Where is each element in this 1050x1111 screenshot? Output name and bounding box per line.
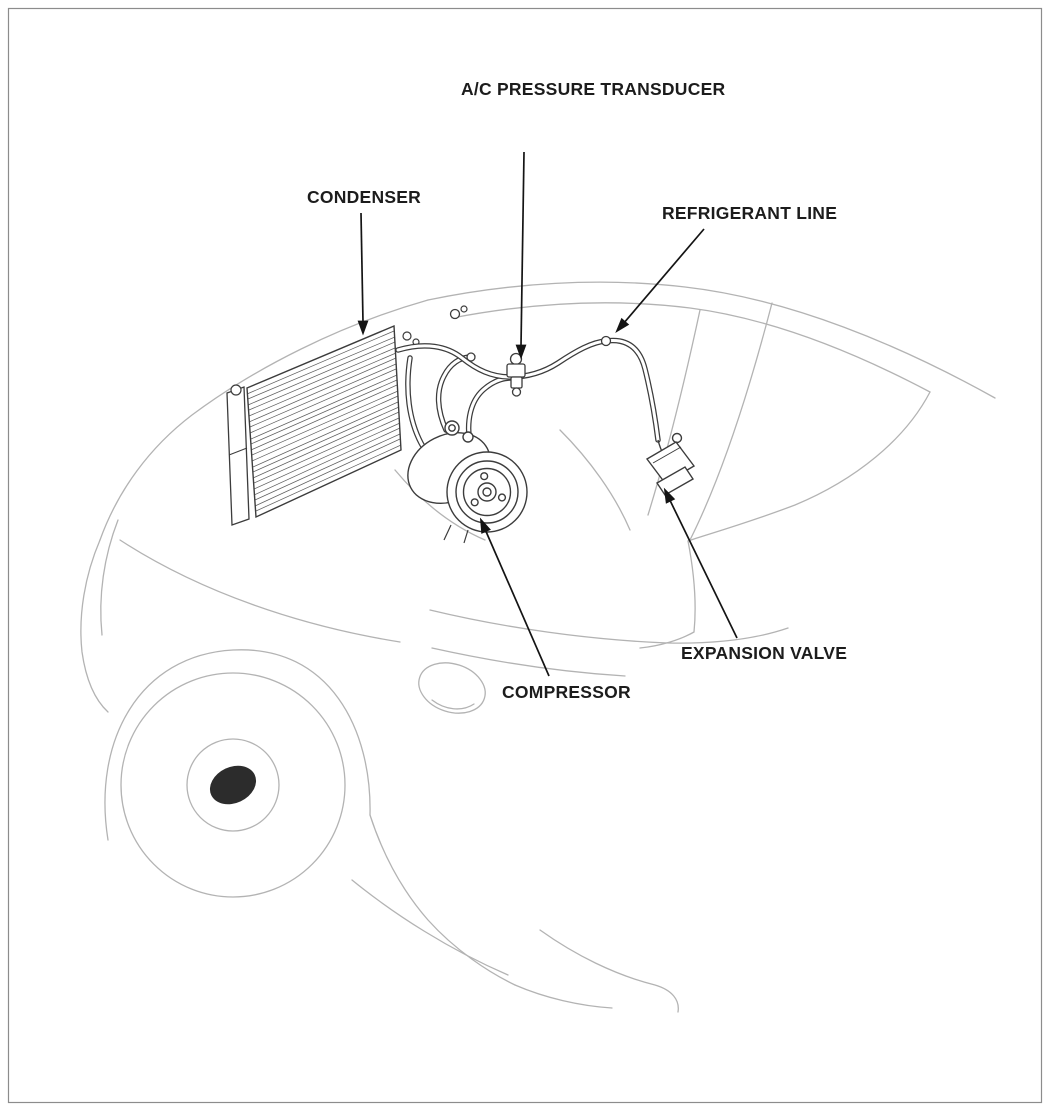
receiver-drier bbox=[226, 386, 250, 526]
annotation-arrows bbox=[357, 151, 738, 677]
wheel-hub bbox=[209, 765, 257, 805]
compressor-arrow bbox=[479, 517, 550, 677]
condenser-arrow bbox=[357, 212, 369, 336]
hood-bolt bbox=[460, 305, 468, 313]
page-border bbox=[7, 7, 1043, 1104]
compressor-drawing bbox=[407, 420, 528, 544]
hood-bolt bbox=[449, 308, 461, 320]
refrigerant-line-arrow bbox=[615, 228, 705, 334]
expansion-valve-arrow bbox=[663, 487, 738, 639]
label-condenser: CONDENSER bbox=[307, 187, 422, 207]
condenser-core bbox=[246, 324, 402, 519]
label-refrigerant-line: REFRIGERANT LINE bbox=[662, 203, 838, 223]
label-pressure-transducer: A/C PRESSURE TRANSDUCER bbox=[461, 79, 726, 99]
label-expansion-valve: EXPANSION VALVE bbox=[681, 643, 848, 663]
pressure-transducer-drawing bbox=[506, 352, 526, 397]
label-compressor: COMPRESSOR bbox=[502, 682, 631, 702]
car-body-outline bbox=[80, 281, 996, 1013]
condenser-fins bbox=[246, 325, 402, 518]
compressor-pulley bbox=[446, 451, 528, 533]
condenser-drawing bbox=[226, 324, 420, 526]
expansion-valve-drawing bbox=[645, 432, 696, 496]
pressure-transducer-arrow bbox=[515, 151, 527, 360]
